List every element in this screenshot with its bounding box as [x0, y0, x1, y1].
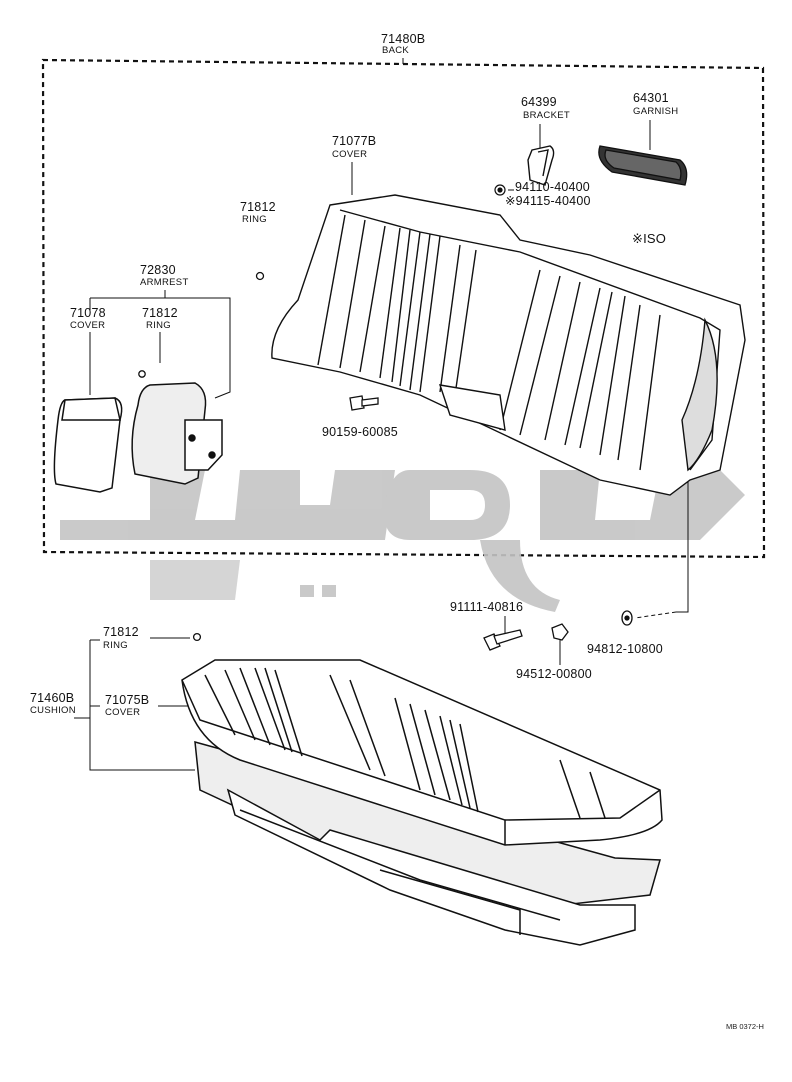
- back-assy-part-no: 71480B: [381, 32, 426, 46]
- armrest-part: [131, 382, 223, 485]
- cushion-assy-part-no: 71460B: [30, 691, 75, 705]
- armrest-ring-part-no: 71812: [142, 306, 178, 320]
- nut-a-part-no: 94110-40400: [515, 180, 590, 194]
- ring-back-part: [255, 271, 265, 281]
- ring-back-part-no: 71812: [240, 200, 276, 214]
- bolt-back-part-no: 90159-60085: [322, 425, 398, 439]
- armrest-cover-part-no: 71078: [70, 306, 106, 320]
- seat-cushion-part: [181, 659, 663, 946]
- bracket-part-no: 64399: [521, 95, 557, 109]
- ring-cushion-part: [192, 632, 202, 642]
- nut-cushion-part: [551, 623, 569, 641]
- garnish-name: GARNISH: [633, 106, 679, 117]
- ring-cushion-name: RING: [103, 640, 128, 651]
- figure-reference: MB 0372-H: [726, 1022, 764, 1031]
- iso-note: ※ISO: [632, 231, 667, 246]
- back-cover-name: COVER: [332, 149, 368, 160]
- armrest-ring-part: [138, 370, 146, 378]
- armrest-ring-name: RING: [146, 320, 171, 331]
- armrest-name: ARMREST: [140, 277, 189, 288]
- bracket-name: BRACKET: [523, 110, 570, 121]
- armrest-cover-name: COVER: [70, 320, 106, 331]
- watermark-logo: [60, 470, 745, 612]
- ring-cushion-part-no: 71812: [103, 625, 139, 639]
- washer-part: [621, 610, 633, 626]
- bracket-part: [527, 145, 555, 186]
- nut-b-part-no: ※94115-40400: [505, 194, 591, 208]
- cushion-assy-name: CUSHION: [30, 705, 76, 716]
- seat-back-part: [271, 194, 746, 496]
- washer-part-no: 94812-10800: [587, 642, 663, 656]
- back-assy-name: BACK: [382, 45, 410, 56]
- bolt-cushion-part: [483, 629, 523, 651]
- cushion-cover-part-no: 71075B: [105, 693, 150, 707]
- garnish-part: [598, 145, 688, 186]
- bolt-back-part: [349, 395, 379, 411]
- armrest-cover-part: [53, 397, 123, 493]
- garnish-part-no: 64301: [633, 91, 669, 105]
- nut-small-part: [494, 184, 506, 196]
- ring-back-name: RING: [242, 214, 267, 225]
- bolt-cushion-part-no: 91111-40816: [450, 600, 524, 614]
- nut-cushion-part-no: 94512-00800: [516, 667, 592, 681]
- armrest-part-no: 72830: [140, 263, 176, 277]
- back-cover-part-no: 71077B: [332, 134, 377, 148]
- back-assembly-frame: [41, 58, 766, 559]
- cushion-cover-name: COVER: [105, 707, 141, 718]
